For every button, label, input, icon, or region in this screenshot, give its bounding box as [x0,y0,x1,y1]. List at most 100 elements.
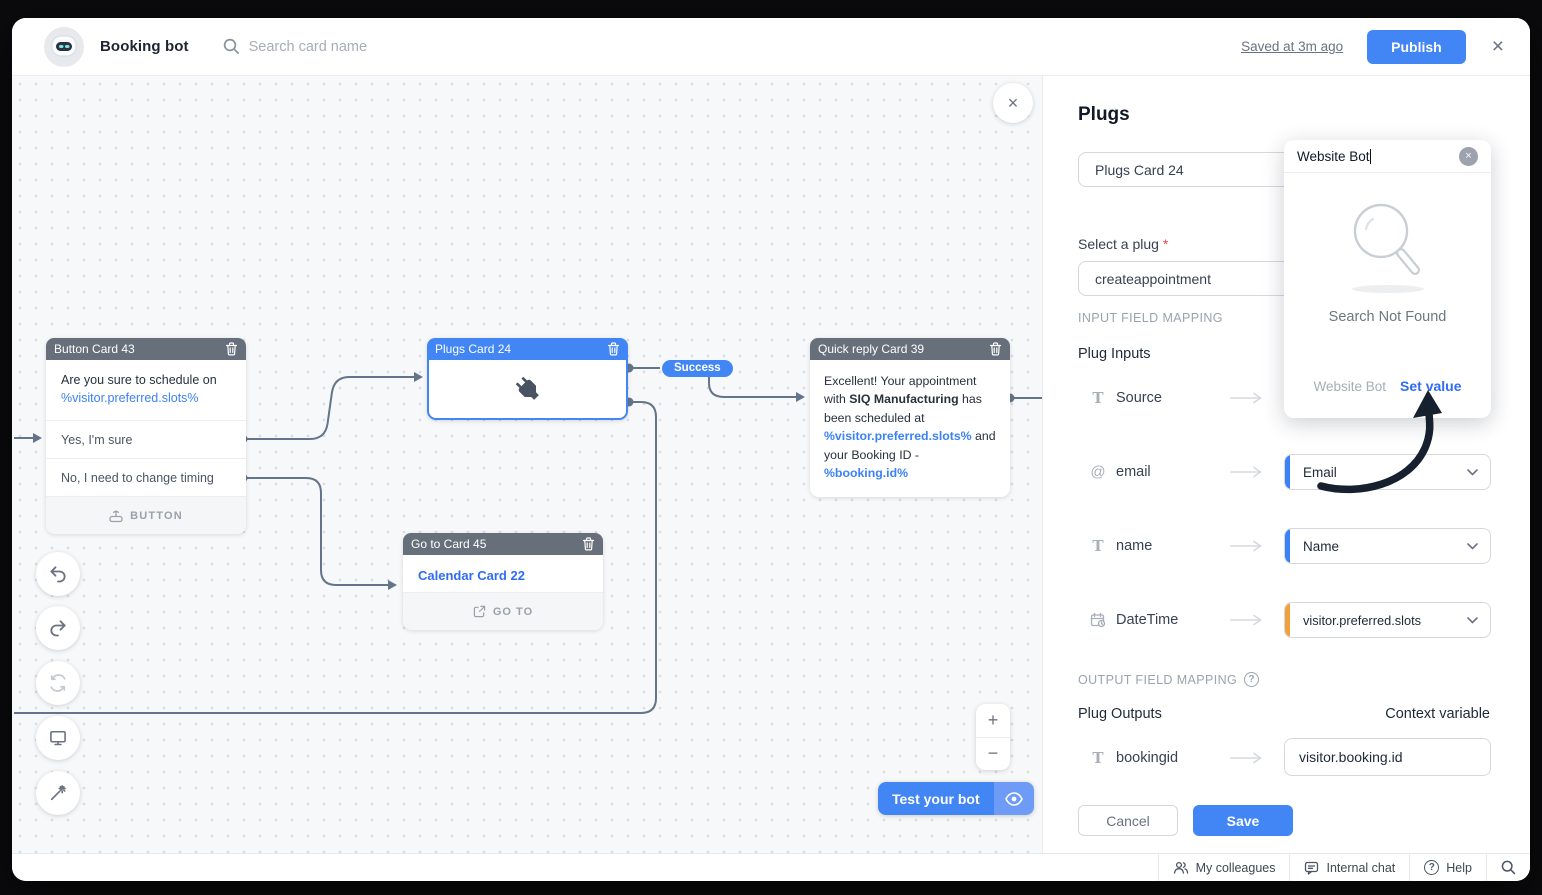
context-variable-input[interactable]: visitor.booking.id [1284,738,1491,776]
plugs-card-body[interactable] [427,360,628,420]
text-part: Excellent! Your appointment with [824,374,977,407]
button-card-header[interactable]: Button Card 43 [46,338,246,360]
test-bot-label: Test your bot [878,782,994,815]
not-found-text: Search Not Found [1328,309,1447,325]
name-mapping-dropdown[interactable]: Name [1284,528,1491,564]
status-item-label: My colleagues [1195,860,1276,875]
monitor-icon [50,730,66,746]
field-name: email [1116,464,1151,480]
text-type-icon: T [1092,749,1104,767]
footer-label: GO TO [492,605,534,618]
card-title: Go to Card 45 [411,537,487,551]
mapping-arrow-icon [1230,466,1262,478]
plugs-card[interactable]: Plugs Card 24 [427,338,628,420]
robot-icon [51,35,77,56]
text-caret [1369,148,1371,164]
connector-wires [14,363,1042,714]
help-button[interactable]: ? Help [1409,854,1486,881]
popup-search-input[interactable]: Website Bot × [1284,140,1491,173]
plug-select-value: createappointment [1095,270,1211,287]
canvas-close-button[interactable]: × [993,83,1033,123]
quick-reply-text: Excellent! Your appointment with SIQ Man… [810,360,1010,497]
section-title: OUTPUT FIELD MAPPING [1078,672,1238,687]
save-button[interactable]: Save [1193,805,1293,836]
clear-search-icon[interactable]: × [1459,146,1478,166]
app-window: Booking bot Saved at 3m ago Publish × [12,18,1530,881]
email-mapping-dropdown[interactable]: Email [1284,454,1491,490]
mapped-indicator [1285,603,1290,637]
undo-button[interactable] [36,552,80,596]
undo-icon [50,566,66,583]
search-query-text: Website Bot [1297,148,1370,164]
variable-chip: %visitor.preferred.slots% [824,429,972,444]
search-button[interactable] [1486,854,1530,881]
preview-button[interactable] [36,716,80,760]
mapping-row-name: T name Name [1078,528,1491,564]
eye-icon[interactable] [993,782,1034,815]
quick-reply-card[interactable]: Quick reply Card 39 Excellent! Your appo… [810,338,1010,497]
panel-title: Plugs [1078,104,1130,125]
question-text: Are you sure to schedule on [61,373,217,387]
search-input[interactable] [248,38,549,55]
refresh-button[interactable] [36,661,80,705]
question-variable: %visitor.preferred.slots% [61,391,199,406]
trash-icon[interactable] [607,342,620,356]
external-link-icon [473,605,486,618]
button-option-no[interactable]: No, I need to change timing [46,458,246,496]
field-name: name [1116,538,1153,554]
redo-button[interactable] [36,606,80,650]
button-type-icon [109,510,123,522]
button-card[interactable]: Button Card 43 Are you sure to schedule … [46,338,246,535]
datetime-type-icon [1090,612,1106,628]
button-option-yes[interactable]: Yes, I'm sure [46,420,246,458]
button-card-footer: BUTTON [46,496,246,535]
saved-status[interactable]: Saved at 3m ago [1241,39,1344,54]
trash-icon[interactable] [225,342,238,356]
goto-target-link[interactable]: Calendar Card 22 [418,568,525,583]
plug-icon [515,376,539,400]
success-branch-label[interactable]: Success [662,360,733,377]
cancel-button[interactable]: Cancel [1078,805,1178,836]
zoom-in-button[interactable]: + [976,704,1010,738]
quick-reply-card-header[interactable]: Quick reply Card 39 [810,338,1010,360]
dropdown-value: Name [1303,538,1340,554]
close-icon: × [1465,150,1472,162]
bot-avatar [44,26,84,67]
plugs-card-header[interactable]: Plugs Card 24 [427,338,628,360]
mapping-arrow-icon [1230,752,1262,764]
mapping-row-datetime: DateTime visitor.preferred.slots [1078,602,1491,638]
option-label: Yes, I'm sure [61,432,133,447]
mapped-indicator [1285,529,1290,563]
goto-card[interactable]: Go to Card 45 Calendar Card 22 GO TO [403,533,603,630]
trash-icon[interactable] [989,342,1002,356]
status-bar: My colleagues Internal chat ? Help [12,853,1530,881]
datetime-mapping-dropdown[interactable]: visitor.preferred.slots [1284,602,1491,638]
plug-inputs-label: Plug Inputs [1078,346,1151,362]
field-name: Source [1116,390,1162,406]
close-icon[interactable]: × [1491,35,1504,58]
select-plug-label: Select a plug * [1078,236,1168,252]
magic-wand-button[interactable] [36,771,80,815]
mapping-row-email: @ email Email [1078,454,1491,490]
internal-chat-button[interactable]: Internal chat [1289,854,1409,881]
publish-button[interactable]: Publish [1367,29,1466,64]
card-title: Plugs Card 24 [435,342,512,356]
search-icon [223,38,239,55]
my-colleagues-button[interactable]: My colleagues [1157,854,1290,881]
variable-name: Website Bot [1313,378,1387,394]
option-label: No, I need to change timing [61,470,214,485]
variable-search-popup: Website Bot × Search Not Found Website B… [1284,140,1491,418]
field-name: bookingid [1116,750,1179,766]
trash-icon[interactable] [582,537,595,551]
flow-canvas[interactable]: Success Button Card 43 Are you sure to s… [12,76,1042,853]
zoom-out-button[interactable]: − [987,743,999,764]
close-icon: × [1007,92,1019,113]
test-your-bot-button[interactable]: Test your bot [878,782,1034,815]
text-type-icon: T [1092,537,1104,555]
help-circle-icon[interactable]: ? [1244,672,1260,687]
top-bar: Booking bot Saved at 3m ago Publish × [12,18,1530,76]
dropdown-value: visitor.preferred.slots [1303,612,1422,628]
goto-card-header[interactable]: Go to Card 45 [403,533,603,555]
set-value-link[interactable]: Set value [1400,378,1462,394]
context-variable-label: Context variable [1385,706,1490,722]
